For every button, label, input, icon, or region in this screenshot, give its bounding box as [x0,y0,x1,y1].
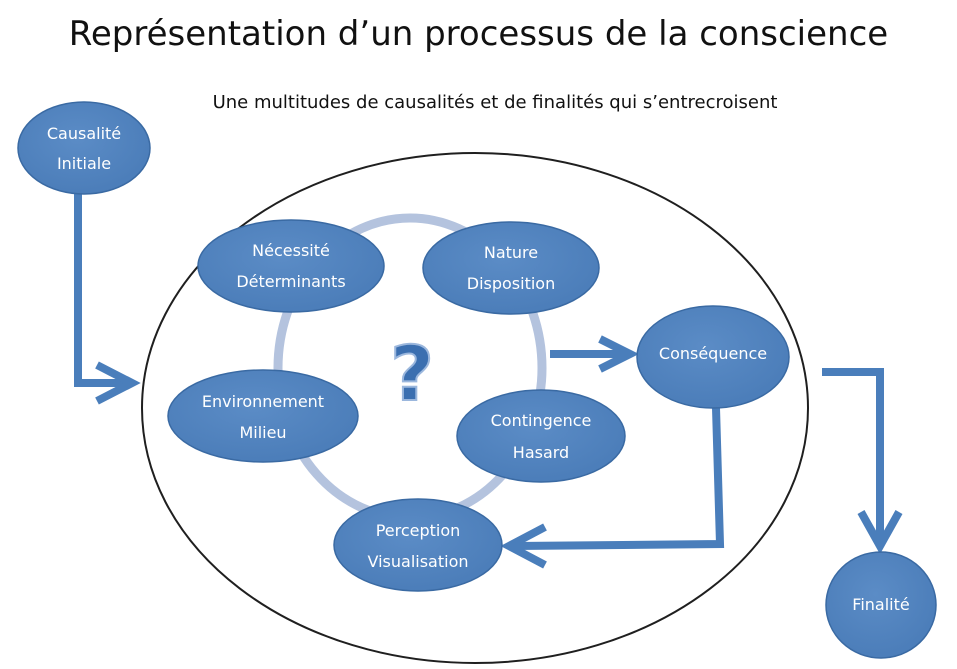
node-nature-line2: Disposition [467,274,555,293]
page-title: Représentation d’un processus de la cons… [68,14,889,54]
node-perception-line1: Perception [376,521,461,540]
arrow-consequence-to-perception [500,407,725,569]
center-question-mark: ? [390,329,434,418]
node-environnement-line1: Environnement [202,392,324,411]
arrow-cycle-to-consequence [550,335,639,373]
node-nature: Nature Disposition [422,221,600,315]
node-finalite: Finalité [825,551,937,659]
arrow-causalite-to-cycle [74,192,141,405]
node-contingence: Contingence Hasard [456,389,626,483]
node-contingence-line1: Contingence [491,411,592,430]
node-environnement-line2: Milieu [239,423,286,442]
node-causalite-line2: Initiale [57,154,111,173]
node-consequence: Conséquence [636,305,790,409]
node-necessite: Nécessité Déterminants [197,219,385,313]
node-contingence-line2: Hasard [513,443,569,462]
node-environnement: Environnement Milieu [167,369,359,463]
outer-ellipse [141,152,809,664]
node-causalite: Causalité Initiale [17,101,151,195]
arrow-consequence-to-finalite [822,368,903,555]
node-necessite-line2: Déterminants [236,272,345,291]
node-perception: Perception Visualisation [333,498,503,592]
node-causalite-line1: Causalité [47,124,121,143]
node-finalite-line1: Finalité [852,595,909,614]
node-nature-line1: Nature [484,243,538,262]
node-necessite-line1: Nécessité [252,241,330,260]
page-subtitle: Une multitudes de causalités et de final… [212,92,778,113]
node-consequence-line1: Conséquence [659,344,767,363]
node-perception-line2: Visualisation [368,552,469,571]
